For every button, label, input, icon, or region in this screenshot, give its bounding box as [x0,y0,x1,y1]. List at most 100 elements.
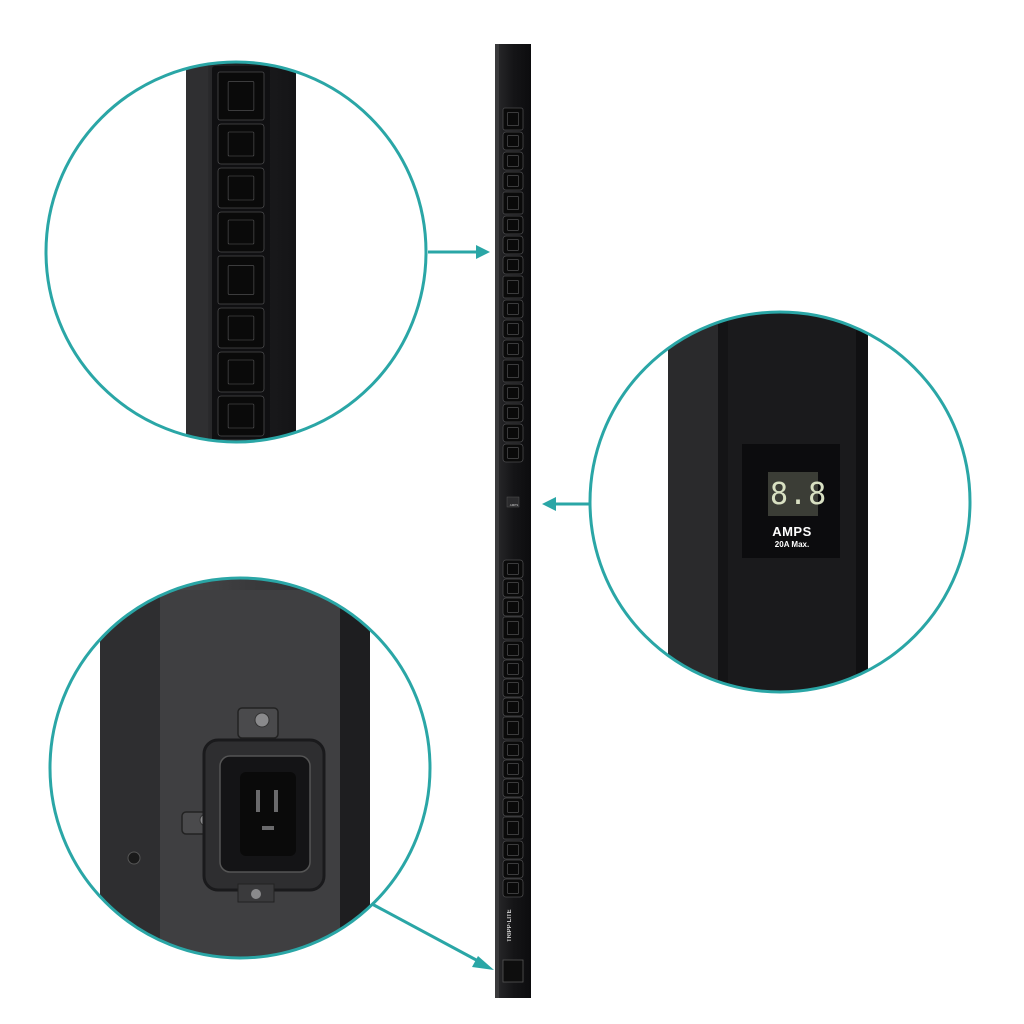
amp-reading: 8.8 [770,477,828,512]
c19-outlet-icon-face [507,112,519,126]
c19-outlet-icon [502,716,524,740]
c13-outlet-icon-face [227,359,255,385]
c19-outlet-icon [502,816,524,840]
c13-outlet-icon [502,559,524,579]
c13-outlet-icon [502,859,524,879]
c13-outlet-icon-face [507,844,519,856]
c13-outlet-icon-face [507,682,519,694]
c13-outlet-icon [502,299,524,319]
c13-outlet-icon-face [507,701,519,713]
c13-outlet-icon [217,307,265,349]
c19-outlet-icon [217,255,265,305]
c13-outlet-icon-face [507,303,519,315]
c13-outlet-icon [217,351,265,393]
c19-outlet-icon [502,275,524,299]
c13-outlet-icon [217,167,265,209]
c13-outlet-icon-face [507,644,519,656]
c13-outlet-icon [502,403,524,423]
strip-amps-label: AMPS [509,503,519,507]
c13-outlet-icon [502,255,524,275]
c19-outlet-icon [502,107,524,131]
c13-outlet-icon-face [507,175,519,187]
c13-outlet-icon [502,840,524,860]
c19-outlet-icon-face [507,280,519,294]
c13-outlet-icon [502,797,524,817]
c13-outlet-icon [217,439,265,442]
c19-outlet-icon [502,191,524,215]
c13-outlet-icon-face [507,663,519,675]
c13-outlet-icon [502,319,524,339]
c13-outlet-icon [502,697,524,717]
inlet-closeup [48,576,494,970]
c13-outlet-icon-face [507,882,519,894]
c13-outlet-icon-face [507,763,519,775]
pdu-strip [495,44,531,998]
c19-outlet-icon-face [507,196,519,210]
c13-outlet-icon-face [507,782,519,794]
c13-outlet-icon-face [507,801,519,813]
c13-outlet-icon-face [507,563,519,575]
c19-outlet-icon [502,359,524,383]
c19-outlet-icon-face [507,721,519,735]
c13-outlet-icon-face [227,175,255,201]
c13-outlet-icon-face [507,323,519,335]
c13-outlet-icon-face [507,427,519,439]
c13-outlet-icon [217,211,265,253]
c13-outlet-icon [502,235,524,255]
c13-outlet-icon-face [228,544,254,568]
c13-outlet-icon-face [228,448,254,472]
c13-outlet-icon-face [507,447,519,459]
c13-outlet-icon-face [507,407,519,419]
c19-outlet-icon-face [227,265,255,295]
c13-outlet-icon [502,640,524,660]
c19-outlet-icon-face [227,81,255,111]
amps-label: AMPS [772,524,812,539]
c13-outlet-icon [502,878,524,898]
c13-outlet-icon [217,123,265,165]
c19-outlet-icon [502,616,524,640]
c13-outlet-icon-face [507,863,519,875]
c13-outlet-icon [502,759,524,779]
c19-outlet-icon-face [507,621,519,635]
c13-outlet-icon-face [227,131,255,157]
c13-outlet-icon-face [507,135,519,147]
c13-outlet-icon [502,151,524,171]
c13-outlet-icon-face [507,239,519,251]
c13-outlet-icon [502,678,524,698]
c13-outlet-icon-face [507,582,519,594]
c13-outlet-icon [502,597,524,617]
c13-outlet-icon-face [227,315,255,341]
ammeter-closeup [542,310,972,694]
c13-outlet-icon [502,578,524,598]
c13-outlet-icon [502,443,524,463]
outlet-closeup [44,60,490,568]
c13-outlet-icon-face [507,259,519,271]
c13-outlet-icon-face [507,387,519,399]
c19-outlet-icon-face [228,494,254,523]
brand-logo: TRIPP·LITE [507,909,513,943]
c13-outlet-icon [502,215,524,235]
strip-display-icon [506,496,520,508]
c13-outlet-icon [502,171,524,191]
c13-outlet-icon [502,339,524,359]
c13-outlet-icon [502,778,524,798]
c13-outlet-icon-face [507,343,519,355]
c13-outlet-icon [502,740,524,760]
c13-outlet-icon [502,383,524,403]
c13-outlet-icon-face [227,403,255,429]
c13-outlet-icon-face [507,219,519,231]
c13-outlet-icon [217,395,265,437]
c13-outlet-icon-face [507,155,519,167]
c13-outlet-icon [502,659,524,679]
c19-outlet-icon [218,484,264,532]
c19-outlet-icon-face [507,364,519,378]
max-amps-label: 20A Max. [774,540,810,549]
c13-outlet-icon-face [227,219,255,245]
strip-inlet-icon [502,959,524,983]
c13-outlet-icon-face [507,601,519,613]
c19-outlet-icon [217,71,265,121]
digital-display-icon [768,472,818,516]
c13-outlet-icon [502,423,524,443]
